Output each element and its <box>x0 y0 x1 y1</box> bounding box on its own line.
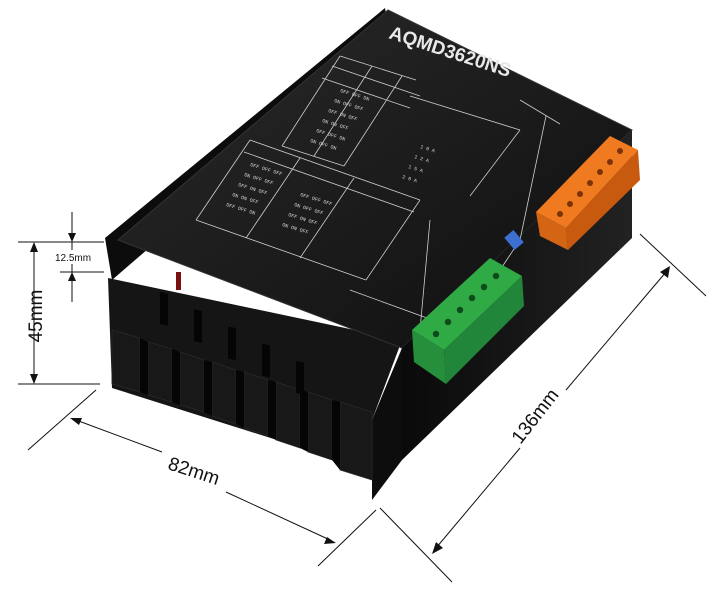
length-label: 136mm <box>508 385 564 448</box>
height-label: 45mm <box>26 290 47 343</box>
svg-text:1 0 A: 1 0 A <box>419 144 435 154</box>
svg-text:2 0 A: 2 0 A <box>401 174 417 184</box>
length-dimension <box>379 233 707 583</box>
blue-potentiometer <box>504 230 524 250</box>
fin-gaps <box>140 338 340 470</box>
green-terminal-block <box>412 258 524 384</box>
orange-terminal-block <box>536 136 640 250</box>
red-led <box>176 272 181 290</box>
svg-text:1 5 A: 1 5 A <box>407 164 423 174</box>
height-dimension <box>18 241 100 385</box>
width-label: 82mm <box>165 454 222 490</box>
svg-text:1 2 A: 1 2 A <box>413 154 429 164</box>
terminal-height-dimension <box>48 212 104 302</box>
terminal-height-label: 12.5mm <box>55 253 91 264</box>
width-dimension <box>27 389 377 567</box>
vent-slots <box>160 292 304 395</box>
heatsink-fins <box>111 329 373 481</box>
